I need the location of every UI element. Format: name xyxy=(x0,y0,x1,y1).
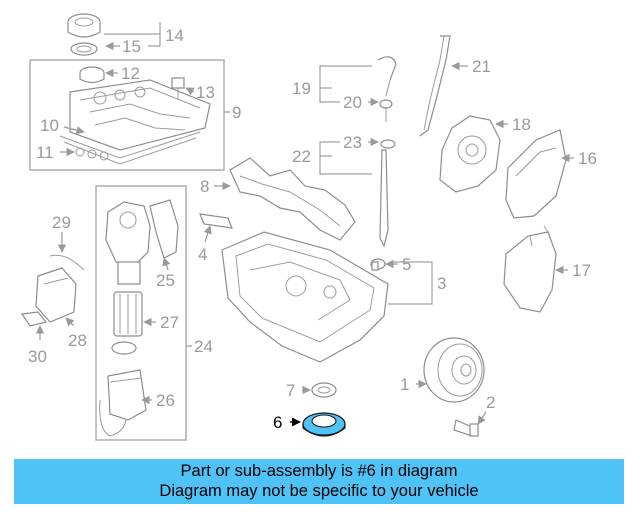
label-11: 11 xyxy=(36,143,54,162)
drain-plug xyxy=(370,258,386,271)
label-10: 10 xyxy=(40,116,59,135)
seal-6-highlighted xyxy=(302,412,346,437)
dipstick xyxy=(377,56,397,97)
label-21: 21 xyxy=(472,57,491,76)
dipstick-tube xyxy=(419,35,451,137)
valve-cover xyxy=(69,79,211,151)
pulley-bolt xyxy=(453,419,479,437)
oil-filler-cap xyxy=(67,13,101,38)
label-6: 6 xyxy=(273,413,282,432)
filter-housing-group-box xyxy=(95,185,187,441)
label-18: 18 xyxy=(512,115,531,134)
label-2: 2 xyxy=(486,393,495,412)
bracket-3-5 xyxy=(388,261,433,305)
banner-line-1: Part or sub-assembly is #6 in diagram xyxy=(180,462,458,480)
label-22: 22 xyxy=(292,147,311,166)
timing-cover xyxy=(505,129,567,219)
label-4: 4 xyxy=(198,245,207,264)
label-25: 25 xyxy=(156,271,175,290)
label-8: 8 xyxy=(200,177,209,196)
dipstick-guide xyxy=(379,139,396,248)
label-13: 13 xyxy=(196,83,215,102)
label-23: 23 xyxy=(343,133,362,152)
dipstick-seal xyxy=(379,99,393,122)
oil-cooler xyxy=(35,267,77,323)
timing-cover-upper xyxy=(439,115,501,193)
label-24: 24 xyxy=(194,337,213,356)
parts-diagram: 14 15 12 13 9 10 11 8 4 5 3 19 20 21 22 … xyxy=(20,13,597,441)
oil-filter-housing xyxy=(105,201,151,285)
cooler-seal xyxy=(49,254,85,271)
bracket-14-15 xyxy=(104,22,161,46)
cap-seal xyxy=(70,42,98,56)
label-7: 7 xyxy=(286,381,295,400)
label-15: 15 xyxy=(122,37,141,56)
housing-gasket xyxy=(149,199,179,259)
oil-filter-element xyxy=(113,291,143,337)
banner-line-2: Diagram may not be specific to your vehi… xyxy=(159,482,479,500)
vent-valve xyxy=(171,77,185,100)
label-9: 9 xyxy=(232,103,241,122)
label-16: 16 xyxy=(578,149,597,168)
seal-7 xyxy=(311,382,337,398)
label-19: 19 xyxy=(292,79,311,98)
label-14: 14 xyxy=(165,26,184,45)
label-26: 26 xyxy=(156,391,175,410)
bracket-19-20 xyxy=(319,65,372,103)
label-20: 20 xyxy=(343,93,362,112)
valve-cover-group-box xyxy=(29,59,225,171)
label-5: 5 xyxy=(402,255,411,274)
label-28: 28 xyxy=(68,331,87,350)
oil-pan-gasket xyxy=(229,157,356,241)
label-12: 12 xyxy=(121,64,140,83)
spark-plug-seals xyxy=(75,147,109,161)
baffle xyxy=(199,213,233,229)
crankshaft-pulley xyxy=(423,337,485,403)
filter-cap xyxy=(99,369,147,437)
label-27: 27 xyxy=(160,313,179,332)
oil-cap-small xyxy=(79,66,105,84)
label-3: 3 xyxy=(437,274,446,293)
bracket-22-23 xyxy=(319,141,372,175)
oil-pan xyxy=(221,231,389,363)
bracket-30-part xyxy=(20,311,48,327)
label-30: 30 xyxy=(28,347,47,366)
filter-o-ring xyxy=(111,341,137,355)
label-29: 29 xyxy=(52,213,71,232)
label-1: 1 xyxy=(400,375,409,394)
lower-timing-cover xyxy=(503,225,557,313)
info-banner: Part or sub-assembly is #6 in diagram Di… xyxy=(14,459,624,504)
label-17: 17 xyxy=(572,261,591,280)
